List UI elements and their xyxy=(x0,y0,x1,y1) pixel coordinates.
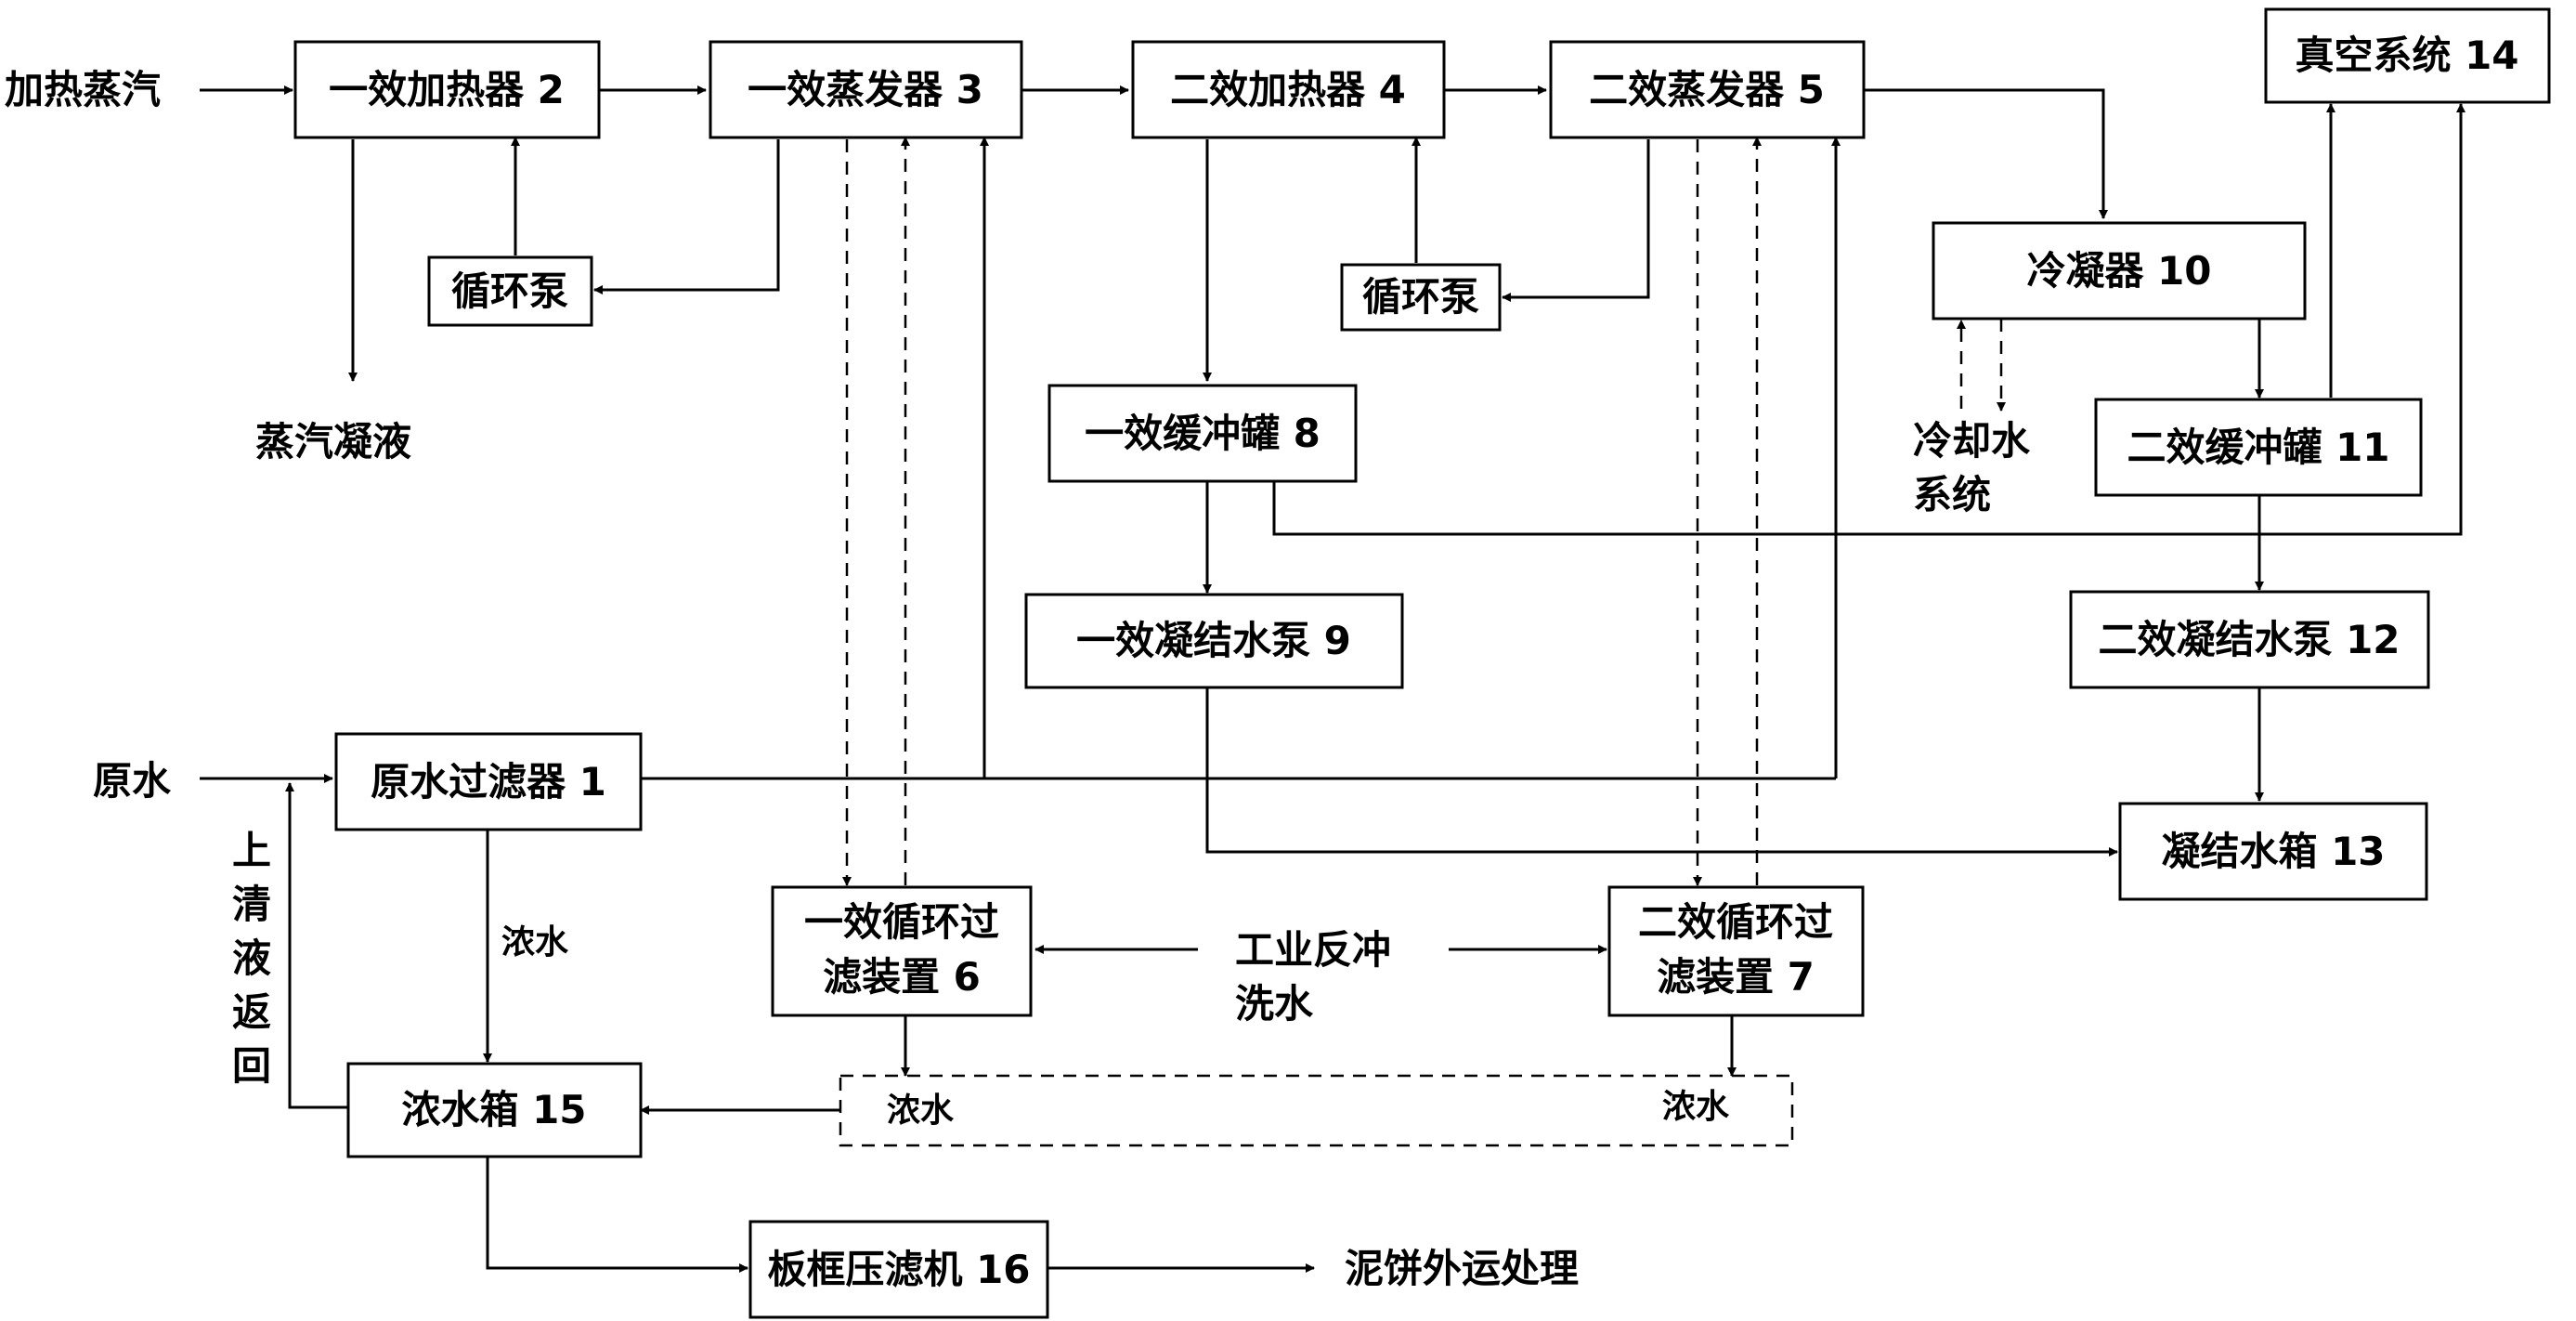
label-supernatant-return-4: 回 xyxy=(232,1043,271,1089)
label-conc-water-7: 浓水 xyxy=(1662,1088,1730,1126)
box-buffer11[interactable] xyxy=(2094,398,2423,497)
label-evap5: 二效蒸发器 5 xyxy=(1589,67,1825,112)
label-heater4: 二效加热器 4 xyxy=(1170,67,1406,112)
edge-tank15-to-filter1 xyxy=(285,782,348,1109)
box-vacuum14[interactable] xyxy=(2264,7,2551,104)
label-conc-water-filter: 浓水 xyxy=(501,923,569,961)
label-filter1: 原水过滤器 1 xyxy=(371,759,606,804)
label-pump-a: 循环泵 xyxy=(451,268,568,314)
label-conc-water-6: 浓水 xyxy=(887,1092,955,1130)
label-mud-cake: 泥饼外运处理 xyxy=(1345,1246,1579,1291)
box-pump9[interactable] xyxy=(1024,593,1404,689)
label-heater2: 一效加热器 2 xyxy=(329,67,565,112)
label-pump9: 一效凝结水泵 9 xyxy=(1076,618,1351,663)
label-filter7-line2: 滤装置 7 xyxy=(1657,954,1815,1000)
label-evap3: 一效蒸发器 3 xyxy=(748,67,983,112)
label-supernatant-return-0: 上 xyxy=(232,828,271,873)
box-pump-b[interactable] xyxy=(1340,263,1502,332)
concentrate-collector xyxy=(839,1074,1794,1147)
edge-evap5-to-pumpB xyxy=(1502,139,1650,302)
label-press16: 板框压滤机 16 xyxy=(767,1247,1030,1292)
label-pump12: 二效凝结水泵 12 xyxy=(2098,617,2400,662)
label-tank15: 浓水箱 15 xyxy=(401,1087,586,1132)
label-buffer8: 一效缓冲罐 8 xyxy=(1085,411,1321,456)
label-supernatant-return-1: 清 xyxy=(232,882,271,927)
label-backwash-line1: 工业反冲 xyxy=(1235,927,1391,973)
label-cooling-line1: 冷却水 xyxy=(1913,418,2031,464)
flow-labels: 加热蒸汽 蒸汽凝液 原水 冷却水 系统 工业反冲 洗水 浓水 浓水 浓水 上 清… xyxy=(5,67,2031,1291)
label-supernatant-return-2: 液 xyxy=(232,935,271,981)
label-vacuum14: 真空系统 14 xyxy=(2295,33,2518,78)
edge-evap5-to-condenser10 xyxy=(1864,88,2108,219)
box-tank13[interactable] xyxy=(2118,802,2428,901)
edge-buffer8-to-vacuum14 xyxy=(1272,103,2465,536)
edge-tank15-to-press16 xyxy=(486,1157,748,1273)
box-tank15[interactable] xyxy=(346,1062,643,1158)
connector-lines xyxy=(200,85,2465,1273)
label-buffer11: 二效缓冲罐 11 xyxy=(2127,425,2389,470)
box-filter1[interactable] xyxy=(334,732,643,831)
label-steam-condensate: 蒸汽凝液 xyxy=(255,419,411,464)
box-pump-a[interactable] xyxy=(427,255,593,327)
box-press16[interactable] xyxy=(748,1220,1049,1319)
box-heater4[interactable] xyxy=(1131,40,1446,139)
box-evap3[interactable] xyxy=(709,40,1023,139)
box-filter6[interactable] xyxy=(771,885,1033,1017)
box-pump12[interactable] xyxy=(2069,590,2430,689)
label-filter6-line1: 一效循环过 xyxy=(804,899,999,945)
box-evap5[interactable] xyxy=(1549,40,1866,139)
box-buffer8[interactable] xyxy=(1047,384,1358,483)
label-condenser10: 冷凝器 10 xyxy=(2026,248,2211,294)
label-backwash-line2: 洗水 xyxy=(1235,981,1314,1027)
label-tank13: 凝结水箱 13 xyxy=(2161,829,2385,874)
label-supernatant-return-3: 返 xyxy=(232,989,271,1035)
label-filter7-line1: 二效循环过 xyxy=(1638,899,1833,945)
box-filter7[interactable] xyxy=(1607,885,1865,1017)
process-units xyxy=(293,7,2551,1319)
label-filter6-line2: 滤装置 6 xyxy=(823,954,981,1000)
edge-pump9-to-tank13 xyxy=(1205,687,2118,857)
label-raw-water: 原水 xyxy=(93,758,172,804)
label-pump-b: 循环泵 xyxy=(1362,274,1479,320)
process-unit-labels: 一效加热器 2 一效蒸发器 3 二效加热器 4 二效蒸发器 5 真空系统 14 … xyxy=(329,33,2518,1292)
label-heating-steam: 加热蒸汽 xyxy=(5,67,161,112)
box-heater2[interactable] xyxy=(293,40,601,139)
box-condenser10[interactable] xyxy=(1932,221,2307,320)
label-cooling-line2: 系统 xyxy=(1913,472,1991,517)
edge-evap3-to-pumpA xyxy=(593,139,780,294)
